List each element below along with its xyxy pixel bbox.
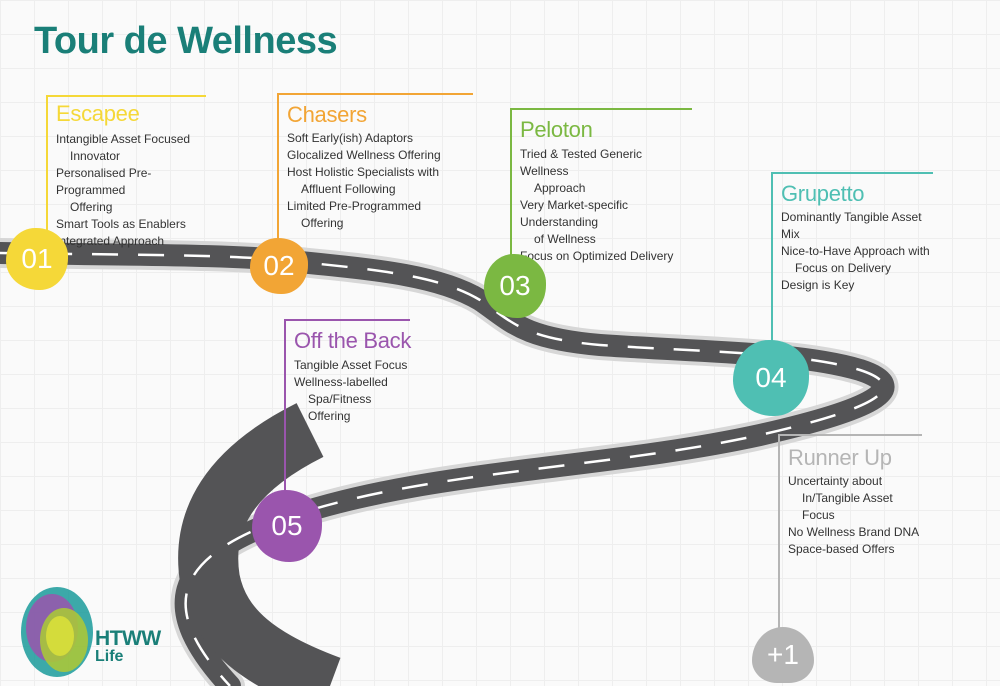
stage-frame [284,319,410,491]
stage-name: Chasers [287,102,367,127]
list-item: Dominantly Tangible Asset Mix [781,210,922,241]
stage-number-badge: +1 [752,627,814,683]
stage-number-badge: 01 [6,228,68,290]
stage-name: Runner Up [788,445,892,470]
list-item: Glocalized Wellness Offering [287,148,441,162]
stage-off-the-back: Off the Back Tangible Asset Focus Wellne… [284,319,412,491]
stage-number-badge: 04 [733,340,809,416]
list-item: Smart Tools as Enablers [56,217,186,231]
page-title: Tour de Wellness [34,20,338,62]
list-item: Soft Early(ish) Adaptors [287,131,414,145]
road-center-line [0,251,885,686]
road-foreground [178,403,341,686]
stage-frame [778,434,922,632]
stage-number-badge: 03 [484,254,546,318]
list-item: Tangible Asset Focus [294,358,408,372]
stage-frame [510,108,692,258]
stage-name: Grupetto [781,181,865,206]
stage-name: Peloton [520,117,593,142]
stage-name: Off the Back [294,328,412,353]
stage-name: Escapee [56,101,140,126]
logo-line-1: HTWW [95,627,161,650]
stage-chasers: Chasers Soft Early(ish) Adaptors Glocali… [277,93,473,253]
logo-shape-yellow [46,616,74,656]
list-item: Design is Key [781,278,855,292]
logo-wordmark: HTWW Life [95,627,161,666]
stage-frame [277,93,473,253]
logo-icon [21,587,93,677]
list-item: No Wellness Brand DNA [788,525,920,539]
stage-number-badge: 05 [252,490,322,562]
stage-frame [46,95,206,247]
list-item: Integrated Approach [56,234,165,248]
stage-frame [771,172,933,346]
stage-items: Soft Early(ish) Adaptors Glocalized Well… [287,130,441,232]
list-item: Space-based Offers [788,542,895,556]
stage-items: Dominantly Tangible Asset Mix Nice-to-Ha… [781,209,931,294]
logo-line-2: Life [95,648,124,665]
list-item: Focus on Optimized Delivery [520,249,674,263]
stage-grupetto: Grupetto Dominantly Tangible Asset Mix N… [771,172,933,346]
stage-number-badge: 02 [250,238,308,294]
